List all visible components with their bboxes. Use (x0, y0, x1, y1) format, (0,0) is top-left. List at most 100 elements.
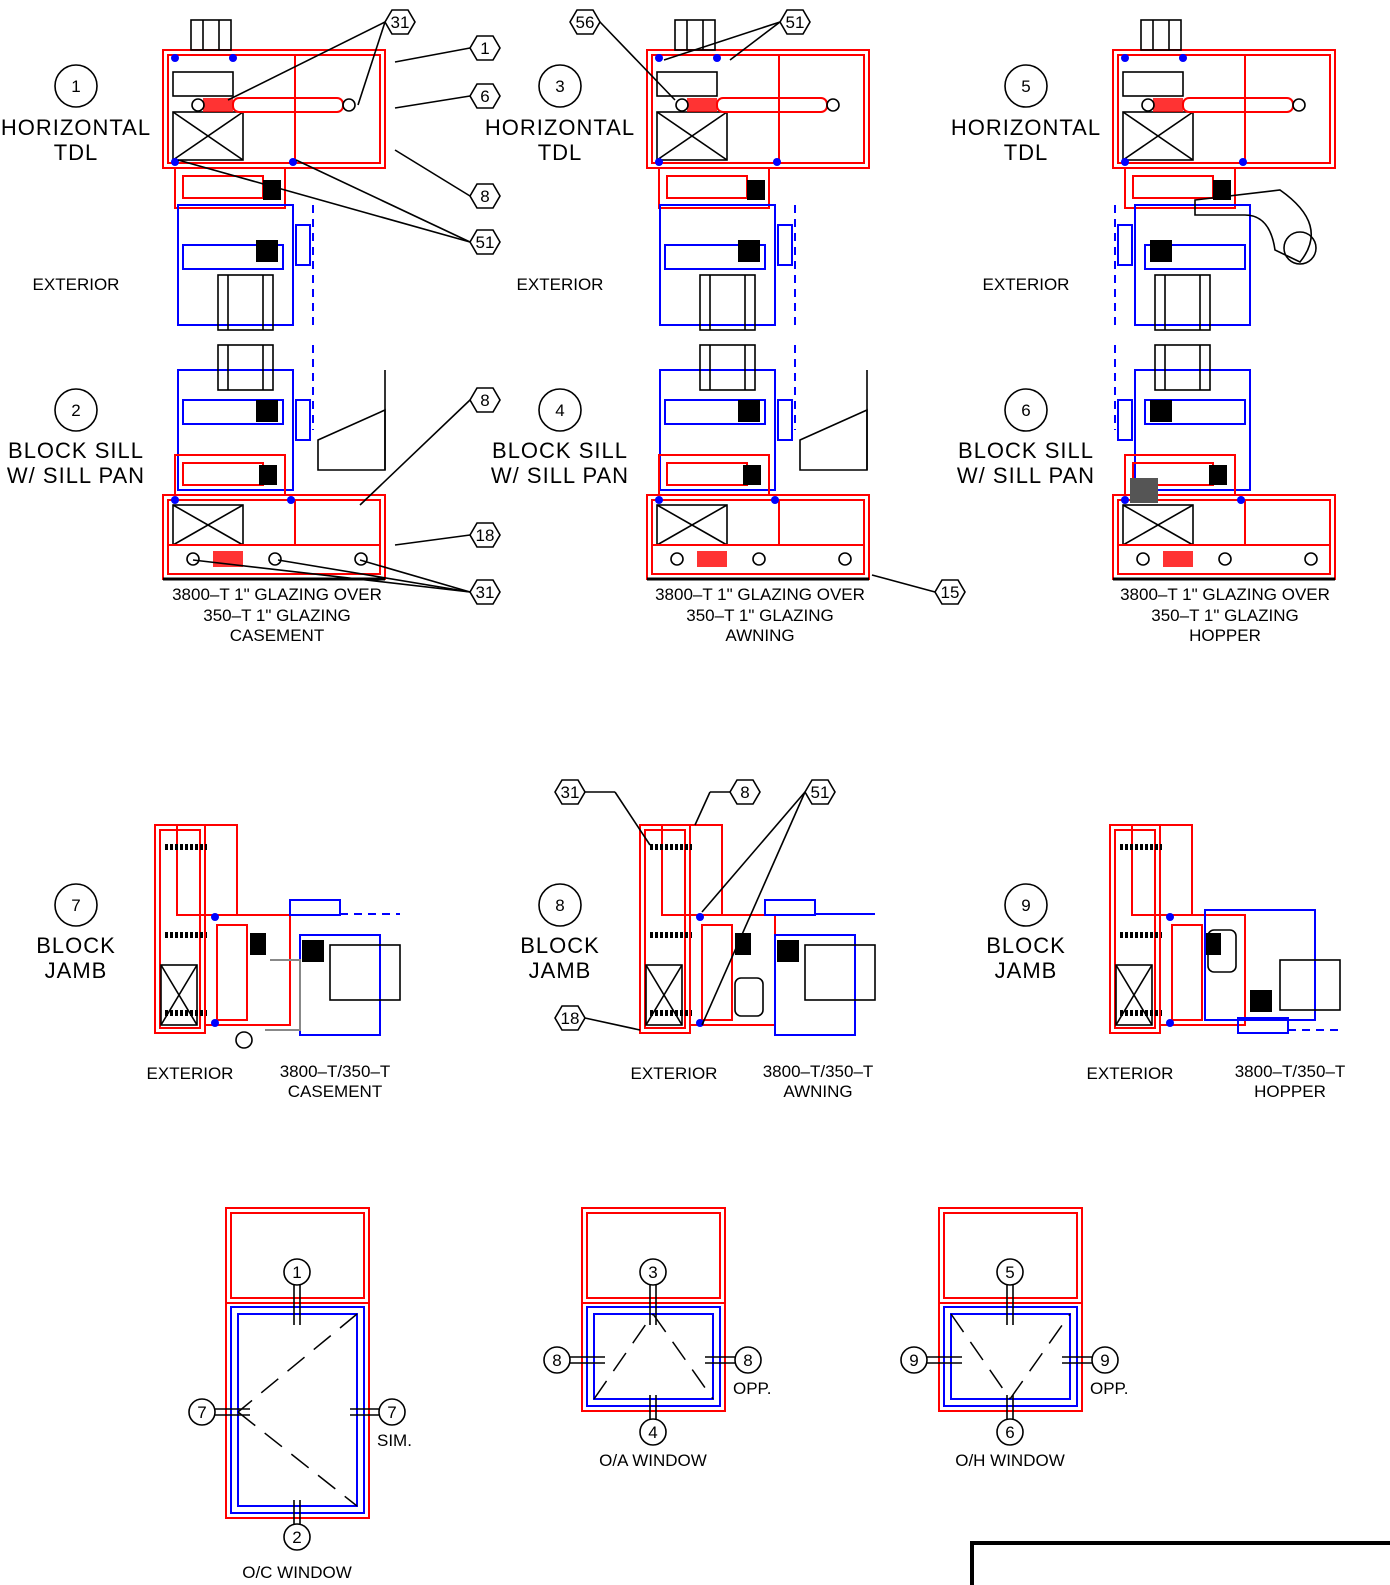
svg-text:350–T 1" GLAZING: 350–T 1" GLAZING (1151, 606, 1298, 625)
svg-text:4: 4 (555, 401, 564, 420)
svg-text:HORIZONTAL: HORIZONTAL (485, 115, 635, 140)
detail-label-9: 9 BLOCK JAMB EXTERIOR 3800–T/350–T HOPPE… (986, 883, 1346, 1101)
detail-label-5: 5 HORIZONTAL TDL EXTERIOR (951, 64, 1101, 294)
svg-text:BLOCK SILL: BLOCK SILL (958, 438, 1094, 463)
detail-label-3: 3 HORIZONTAL TDL EXTERIOR (485, 64, 635, 294)
svg-text:3: 3 (648, 1263, 657, 1282)
svg-text:OPP.: OPP. (1090, 1379, 1128, 1398)
svg-text:3: 3 (555, 77, 564, 96)
svg-text:8: 8 (480, 391, 489, 410)
detail-label-6: 6 BLOCK SILL W/ SILL PAN 3800–T 1" GLAZI… (957, 388, 1330, 645)
svg-text:SIM.: SIM. (377, 1431, 412, 1450)
svg-text:1: 1 (292, 1263, 301, 1282)
svg-text:AWNING: AWNING (725, 626, 794, 645)
svg-text:350–T 1" GLAZING: 350–T 1" GLAZING (686, 606, 833, 625)
svg-text:TDL: TDL (538, 140, 583, 165)
svg-text:O/H WINDOW: O/H WINDOW (955, 1451, 1065, 1470)
svg-text:EXTERIOR: EXTERIOR (1087, 1064, 1174, 1083)
detail-label-1: 1 HORIZONTAL TDL EXTERIOR (1, 64, 151, 294)
detail-label-4: 4 BLOCK SILL W/ SILL PAN 3800–T 1" GLAZI… (491, 388, 865, 645)
svg-text:EXTERIOR: EXTERIOR (983, 275, 1070, 294)
svg-text:O/A WINDOW: O/A WINDOW (599, 1451, 707, 1470)
svg-text:51: 51 (811, 783, 830, 802)
svg-text:HORIZONTAL: HORIZONTAL (1, 115, 151, 140)
callouts-detail-1-2: 31 1 6 8 51 8 18 31 (177, 9, 501, 605)
svg-text:15: 15 (941, 583, 960, 602)
svg-text:EXTERIOR: EXTERIOR (147, 1064, 234, 1083)
svg-text:TDL: TDL (54, 140, 99, 165)
svg-text:1: 1 (71, 77, 80, 96)
svg-text:TDL: TDL (1004, 140, 1049, 165)
elevation-oc-window: 1 7 7 SIM. 2 O/C WINDOW (188, 1207, 412, 1582)
svg-text:56: 56 (576, 13, 595, 32)
svg-text:51: 51 (786, 13, 805, 32)
svg-text:8: 8 (552, 1351, 561, 1370)
detail-9-section (1110, 825, 1341, 1033)
svg-text:5: 5 (1021, 77, 1030, 96)
svg-text:AWNING: AWNING (783, 1082, 852, 1101)
svg-text:OPP.: OPP. (733, 1379, 771, 1398)
svg-text:6: 6 (1021, 401, 1030, 420)
svg-text:2: 2 (292, 1528, 301, 1547)
callouts-detail-8: 31 8 51 18 (554, 779, 836, 1031)
detail-label-8: 8 BLOCK JAMB EXTERIOR 3800–T/350–T AWNIN… (520, 883, 874, 1101)
svg-text:5: 5 (1005, 1263, 1014, 1282)
svg-text:3800–T/350–T: 3800–T/350–T (763, 1062, 874, 1081)
svg-text:W/ SILL PAN: W/ SILL PAN (7, 463, 145, 488)
svg-text:31: 31 (476, 583, 495, 602)
svg-text:EXTERIOR: EXTERIOR (517, 275, 604, 294)
svg-text:JAMB: JAMB (45, 958, 108, 983)
elevation-oa-window: 3 8 8 OPP. 4 O/A WINDOW (543, 1207, 771, 1470)
svg-text:HOPPER: HOPPER (1254, 1082, 1326, 1101)
detail-label-2: 2 BLOCK SILL W/ SILL PAN 3800–T 1" GLAZI… (7, 388, 382, 645)
svg-text:9: 9 (1100, 1351, 1109, 1370)
svg-text:CASEMENT: CASEMENT (230, 626, 324, 645)
svg-text:350–T 1" GLAZING: 350–T 1" GLAZING (203, 606, 350, 625)
svg-text:BLOCK SILL: BLOCK SILL (492, 438, 628, 463)
svg-text:6: 6 (1005, 1423, 1014, 1442)
svg-text:W/ SILL PAN: W/ SILL PAN (957, 463, 1095, 488)
svg-text:O/C WINDOW: O/C WINDOW (242, 1563, 352, 1582)
svg-text:9: 9 (909, 1351, 918, 1370)
svg-text:EXTERIOR: EXTERIOR (631, 1064, 718, 1083)
svg-text:HOPPER: HOPPER (1189, 626, 1261, 645)
svg-text:3800–T/350–T: 3800–T/350–T (280, 1062, 391, 1081)
detail-8-section (640, 825, 876, 1036)
svg-text:8: 8 (555, 896, 564, 915)
svg-text:3800–T 1" GLAZING OVER: 3800–T 1" GLAZING OVER (1120, 585, 1330, 604)
elevation-oh-window: 5 9 9 OPP. 6 O/H WINDOW (900, 1207, 1128, 1470)
detail-1-2-section (161, 19, 387, 581)
title-block-border (970, 1541, 1390, 1585)
svg-text:JAMB: JAMB (995, 958, 1058, 983)
detail-5-6-section (1111, 19, 1337, 581)
detail-3-4-section (645, 19, 871, 581)
svg-text:HORIZONTAL: HORIZONTAL (951, 115, 1101, 140)
svg-text:8: 8 (740, 783, 749, 802)
svg-text:8: 8 (743, 1351, 752, 1370)
svg-text:6: 6 (480, 87, 489, 106)
svg-text:BLOCK: BLOCK (36, 933, 116, 958)
detail-label-7: 7 BLOCK JAMB EXTERIOR 3800–T/350–T CASEM… (36, 883, 391, 1101)
detail-7-section (155, 825, 401, 1049)
svg-text:51: 51 (476, 233, 495, 252)
svg-text:31: 31 (561, 783, 580, 802)
svg-text:W/ SILL PAN: W/ SILL PAN (491, 463, 629, 488)
svg-text:EXTERIOR: EXTERIOR (33, 275, 120, 294)
svg-text:4: 4 (648, 1423, 657, 1442)
svg-text:18: 18 (561, 1009, 580, 1028)
svg-text:7: 7 (197, 1403, 206, 1422)
svg-text:3800–T 1" GLAZING OVER: 3800–T 1" GLAZING OVER (172, 585, 382, 604)
svg-text:2: 2 (71, 401, 80, 420)
svg-text:8: 8 (480, 187, 489, 206)
svg-text:3800–T 1" GLAZING OVER: 3800–T 1" GLAZING OVER (655, 585, 865, 604)
svg-text:CASEMENT: CASEMENT (288, 1082, 382, 1101)
svg-text:JAMB: JAMB (529, 958, 592, 983)
callouts-detail-3-4: 56 51 15 (569, 9, 966, 605)
svg-text:3800–T/350–T: 3800–T/350–T (1235, 1062, 1346, 1081)
svg-text:BLOCK: BLOCK (520, 933, 600, 958)
svg-text:18: 18 (476, 526, 495, 545)
svg-text:BLOCK SILL: BLOCK SILL (8, 438, 144, 463)
svg-text:9: 9 (1021, 896, 1030, 915)
svg-text:1: 1 (480, 39, 489, 58)
